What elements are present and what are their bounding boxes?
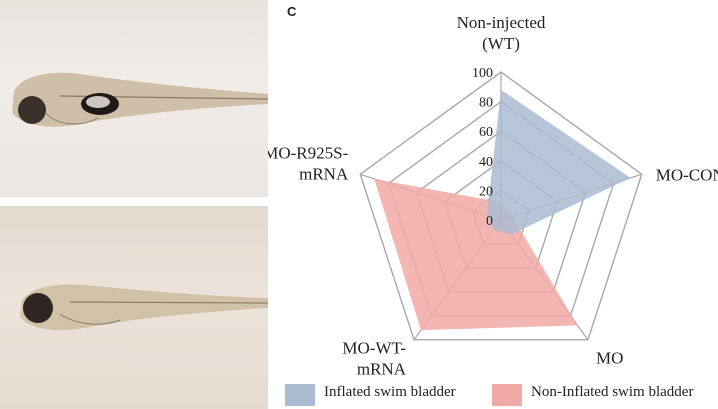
axis-label-0: Non-injected(WT) [457,13,546,53]
legend-label-inflated: Inflated swim bladder [324,384,456,400]
larva-a-illustration [12,72,268,127]
axis-label-1: MO-CON [656,165,718,184]
legend-swatch-inflated [285,384,315,406]
panel-c-label: C [287,4,297,19]
r-tick-80: 80 [479,96,493,111]
grid-ring-100 [359,71,643,341]
larva-photo-a [0,0,268,197]
axis-label-2: MO [596,349,623,368]
r-tick-40: 40 [479,155,493,170]
series-area-0 [486,89,631,235]
r-tick-0: 0 [486,214,493,229]
legend-label-noninflated: Non-Inflated swim bladder [531,384,694,400]
larva-photo-b [0,206,268,409]
series-area-1 [374,178,578,331]
axis-label-3: MO-WT-mRNA [342,339,406,379]
legend-swatch-noninflated [492,384,522,406]
r-tick-60: 60 [479,125,493,140]
radar-chart: 0 20 40 60 80 100 Non-injected(WT) MO-CON MO MO-… [268,13,718,379]
r-tick-20: 20 [479,184,493,199]
larva-b-illustration [20,284,268,331]
r-tick-100: 100 [472,66,493,81]
axis-label-4: MO-R925S-mRNA [268,143,349,183]
